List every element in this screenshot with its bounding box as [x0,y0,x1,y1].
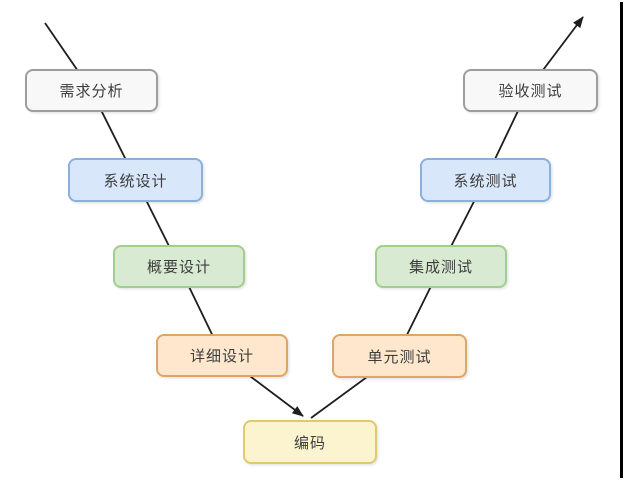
node-label: 概要设计 [146,259,211,276]
node-label: 编码 [293,434,326,452]
node-integration-test: 集成测试 [375,245,507,288]
node-label: 验收测试 [498,83,563,100]
node-coding: 编码 [243,420,377,464]
node-label: 详细设计 [189,348,254,365]
node-unit-test: 单元测试 [332,334,467,378]
node-system-test: 系统测试 [420,158,551,202]
node-label: 集成测试 [408,259,473,276]
node-label: 系统设计 [103,172,168,190]
node-detailed-design: 详细设计 [156,334,288,377]
node-label: 单元测试 [367,348,432,366]
node-system-design: 系统设计 [68,158,203,202]
node-label: 需求分析 [59,83,124,100]
node-outline-design: 概要设计 [113,245,245,288]
node-label: 系统测试 [453,172,518,190]
node-requirements-analysis: 需求分析 [25,69,158,112]
node-acceptance-test: 验收测试 [463,69,598,112]
right-edge-bar [620,2,623,478]
